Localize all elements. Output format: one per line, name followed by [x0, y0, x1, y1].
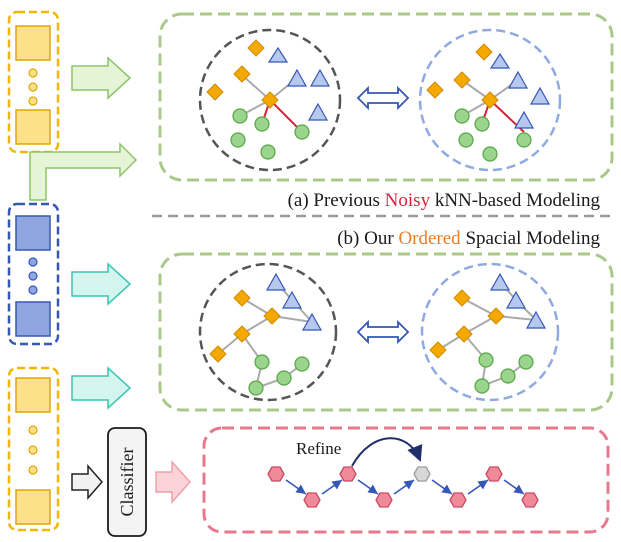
- panel-b-ordered: [158, 252, 614, 412]
- cyan-arrow-yellow: [71, 366, 132, 410]
- sequence-links: [285, 479, 525, 495]
- cyan-arrow-blue: [71, 262, 132, 306]
- sequence-hexagon: [339, 466, 357, 482]
- feature-block: [15, 109, 51, 145]
- double-arrow-b: [356, 319, 410, 345]
- panel-a-left-graph: [198, 28, 342, 172]
- panel-a-right-graph: [418, 28, 562, 172]
- light-green-arrow: [71, 56, 132, 100]
- sequence-hexagon: [267, 466, 285, 482]
- gray-arrow: [71, 464, 103, 500]
- feature-block: [15, 301, 51, 337]
- feature-block: [15, 377, 51, 413]
- sequence-hexagon: [449, 492, 467, 508]
- refine-label: Refine: [296, 439, 341, 458]
- panel-refine-sequence: [202, 426, 610, 534]
- refined-hexagon: [413, 466, 431, 482]
- caption-a: (a) Previous Noisy kNN-based Modeling: [288, 190, 601, 211]
- refine-curve-arrow: [351, 437, 423, 467]
- sequence-hexagon: [375, 492, 393, 508]
- sequence-hexagon: [303, 492, 321, 508]
- panel-a-knn: [158, 12, 614, 182]
- pink-arrow: [155, 460, 192, 504]
- top-yellow-feature-stack: [7, 10, 60, 154]
- panel-b-right-graph: [420, 262, 560, 402]
- classifier-box: [107, 427, 147, 537]
- sequence-hexagons: [267, 466, 539, 508]
- double-arrow-a: [356, 85, 410, 111]
- l-shaped-green-arrow: [29, 142, 138, 201]
- feature-block: [15, 215, 51, 251]
- sequence-hexagon: [485, 466, 503, 482]
- feature-block: [15, 489, 51, 525]
- blue-feature-stack: [7, 202, 60, 346]
- bottom-yellow-feature-stack: [7, 366, 60, 532]
- caption-b: (b) Our Ordered Spacial Modeling: [337, 228, 600, 249]
- feature-block: [15, 25, 51, 61]
- sequence-hexagon: [521, 492, 539, 508]
- panel-b-left-graph: [198, 262, 338, 402]
- classifier-label: Classifier: [117, 448, 137, 517]
